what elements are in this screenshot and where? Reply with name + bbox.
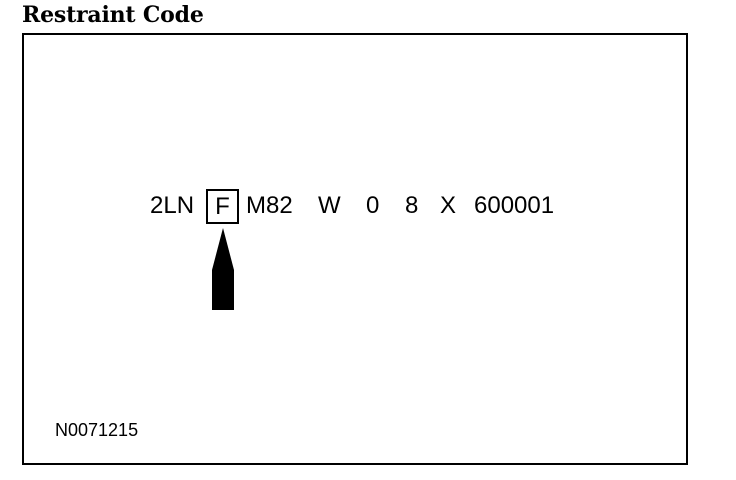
vin-segment: M82 bbox=[246, 192, 293, 219]
vin-segment: W bbox=[318, 192, 341, 219]
restraint-code-box: F bbox=[206, 189, 239, 224]
section-heading: Restraint Code bbox=[22, 2, 204, 28]
figure-id: N0071215 bbox=[55, 420, 139, 440]
pointer-arrow-icon bbox=[212, 228, 234, 310]
vin-segment: X bbox=[440, 192, 457, 219]
vin-segment: 600001 bbox=[474, 192, 555, 219]
vin-segment: 0 bbox=[366, 192, 380, 219]
vin-prefix: 2LN bbox=[150, 192, 195, 219]
vin-segment: 8 bbox=[405, 192, 419, 219]
figure-frame bbox=[22, 33, 688, 465]
